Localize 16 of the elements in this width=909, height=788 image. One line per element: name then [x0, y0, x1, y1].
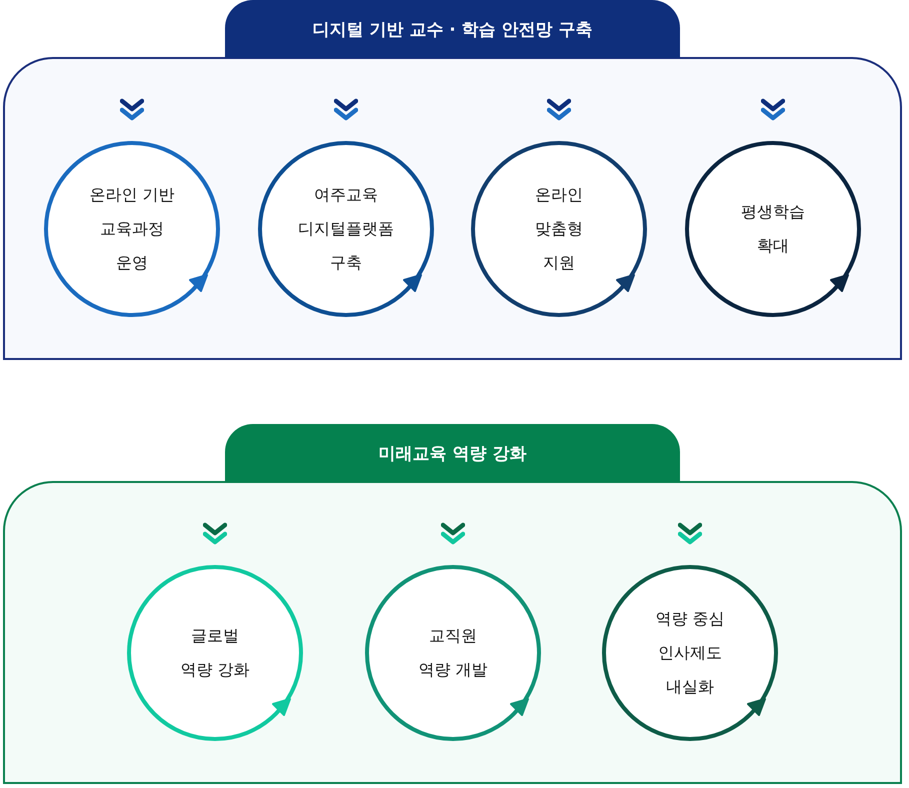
node-text: 교직원 역량 개발 [417, 625, 489, 681]
node-text: 온라인 기반 교육과정 운영 [88, 184, 176, 274]
circle-node [43, 140, 221, 318]
node-text: 글로벌 역량 강화 [179, 625, 251, 681]
circle-node [257, 140, 435, 318]
circle-node [601, 564, 779, 742]
circle-node [684, 140, 862, 318]
circle-node [470, 140, 648, 318]
node-text: 평생학습 확대 [740, 201, 806, 257]
node-text: 역량 중심 인사제도 내실화 [654, 608, 726, 698]
circle-node [364, 564, 542, 742]
node-text: 여주교육 디지털플랫폼 구축 [297, 184, 395, 274]
node-text: 온라인 맞춤형 지원 [534, 184, 584, 274]
heading-tab: 미래교육 역량 강화 [225, 424, 680, 482]
circle-node [126, 564, 304, 742]
heading-tab: 디지털 기반 교수 · 학습 안전망 구축 [225, 0, 680, 58]
